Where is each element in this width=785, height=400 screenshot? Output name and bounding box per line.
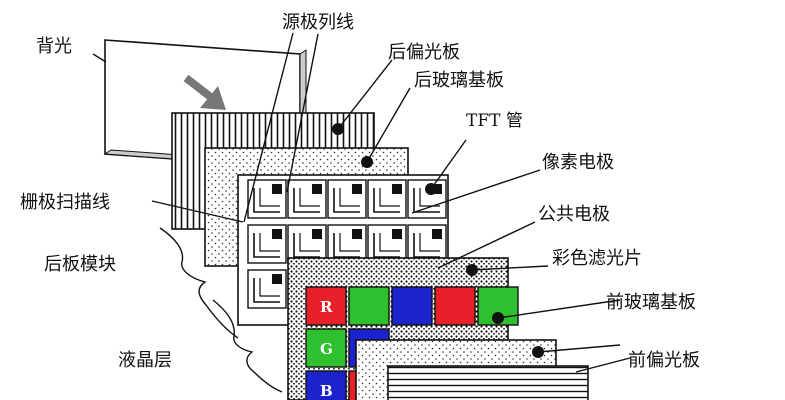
- labels: 背光 源极列线 后偏光板 后玻璃基板 TFT 管 像素电极 栅极扫描线 公共电极…: [20, 12, 700, 371]
- color-filter-cell: [305, 328, 347, 368]
- tft-pixel-cell: [247, 269, 287, 309]
- color-filter-cell: [348, 286, 390, 326]
- label-rear-glass: 后玻璃基板: [414, 70, 504, 91]
- label-rear-module: 后板模块: [44, 254, 116, 275]
- filter-letter: R: [320, 298, 333, 316]
- tft-pixel-cell: [367, 224, 407, 264]
- label-common-electrode: 公共电极: [538, 204, 610, 225]
- label-pixel-electrode: 像素电极: [542, 152, 614, 173]
- leader-lines: [92, 32, 631, 373]
- label-front-glass: 前玻璃基板: [606, 292, 696, 313]
- label-color-filter: 彩色滤光片: [552, 248, 642, 269]
- tft-pixel-cell: [247, 224, 287, 264]
- tft-pixel-cell: [287, 224, 327, 264]
- tft-pixel-cell: [287, 179, 327, 219]
- tft-pixel-cell: [327, 179, 367, 219]
- tft-pixel-cell: [327, 224, 367, 264]
- filter-letter: B: [320, 382, 333, 400]
- tft-pixel-cell: [367, 179, 407, 219]
- label-front-polarizer: 前偏光板: [628, 350, 700, 371]
- label-tft: TFT 管: [466, 111, 523, 131]
- color-filter-cell: [434, 286, 476, 326]
- label-rear-polarizer: 后偏光板: [388, 42, 460, 63]
- tft-pixel-cell: [247, 179, 287, 219]
- light-arrow-icon: [183, 74, 226, 110]
- color-filter-cell: [305, 286, 347, 326]
- braces: [159, 227, 283, 393]
- color-filter-cell: [305, 370, 347, 400]
- tft-pixel-cell: [407, 224, 447, 264]
- color-filter-cell: [391, 286, 433, 326]
- label-liquid-crystal: 液晶层: [118, 350, 172, 371]
- front-polarizer-layer: [387, 365, 589, 400]
- label-source-lines: 源极列线: [282, 12, 354, 33]
- label-backlight: 背光: [36, 36, 72, 57]
- label-gate-lines: 栅极扫描线: [20, 192, 110, 213]
- filter-letter: G: [320, 340, 333, 358]
